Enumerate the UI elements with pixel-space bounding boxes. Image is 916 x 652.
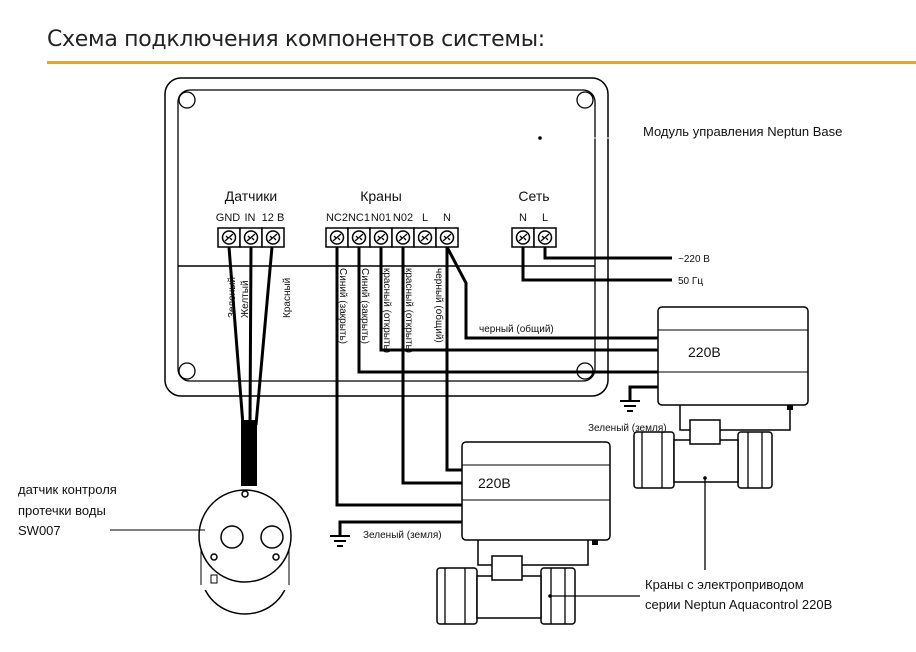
screw-slot [332, 233, 342, 242]
screw-slot [518, 233, 528, 242]
module-label: Модуль управления Neptun Base [643, 124, 842, 139]
pin-nc1: NC1 [348, 212, 370, 224]
wire-label-red: Красный [282, 278, 293, 318]
power-wires [521, 247, 672, 282]
title-underline [47, 61, 916, 64]
pin-nc2: NC2 [326, 212, 348, 224]
pin-gnd: GND [216, 212, 241, 224]
wire-label-yellow: Желтый [240, 280, 251, 318]
screw-slot [268, 233, 278, 242]
wire-label-n01: красный (открыть) [381, 268, 392, 353]
sensor-label-line3: SW007 [18, 523, 61, 538]
pin-12v: 12 В [262, 212, 285, 224]
valves-header: Краны [360, 188, 402, 204]
screw-slot [354, 233, 364, 242]
pin-in: IN [245, 212, 256, 224]
ground-icon [620, 400, 640, 412]
pin-n01: N01 [371, 212, 391, 224]
screw-slot [420, 233, 430, 242]
page-title: Схема подключения компонентов системы: [47, 27, 545, 52]
actuator-2-voltage: 220В [478, 475, 511, 491]
valves-caption-line1: Краны с электроприводом [645, 577, 804, 592]
sensor-label-line1: датчик контроля [18, 482, 117, 497]
actuator-1-voltage: 220В [688, 344, 721, 360]
wire-label-n: черный (общий) [433, 268, 445, 343]
pin-n: N [443, 212, 451, 224]
wire-label-nc1: Синий (закрыть) [359, 268, 370, 344]
ground-label-2: Зеленый (земля) [363, 530, 442, 541]
valve-2: 220В [436, 441, 611, 625]
ground-icon [330, 535, 350, 547]
common-wire-label: черный (общий) [479, 323, 554, 335]
sensor-label-line2: протечки воды [18, 503, 106, 518]
wire-label-nc2: Синий (закрыть) [337, 268, 348, 344]
screw-slot [540, 233, 550, 242]
pin-net-l: L [542, 212, 548, 224]
leak-sensor [198, 489, 292, 615]
power-voltage: ~220 В [678, 254, 710, 265]
valves-caption-line2: серии Neptun Aquacontrol 220В [645, 597, 832, 612]
sensor-wires [227, 246, 274, 426]
sensor-cable [241, 420, 257, 486]
pin-l: L [422, 212, 428, 224]
screw-slot [224, 233, 234, 242]
pin-n02: N02 [393, 212, 413, 224]
valve-1: 220В [633, 306, 809, 489]
sensors-header: Датчики [225, 188, 277, 204]
wire-label-green: Зеленый [227, 277, 238, 318]
screw-slot [442, 233, 452, 242]
screw-slot [246, 233, 256, 242]
screw-slot [376, 233, 386, 242]
screw-slot [398, 233, 408, 242]
pin-net-n: N [519, 212, 527, 224]
network-header: Сеть [518, 188, 549, 204]
power-frequency: 50 Гц [678, 276, 703, 287]
valve-wires [335, 246, 660, 507]
wire-label-n02: красный (открыть) [403, 268, 414, 353]
terminal-blocks [217, 227, 557, 248]
ground-label-1: Зеленый (земля) [588, 423, 667, 434]
